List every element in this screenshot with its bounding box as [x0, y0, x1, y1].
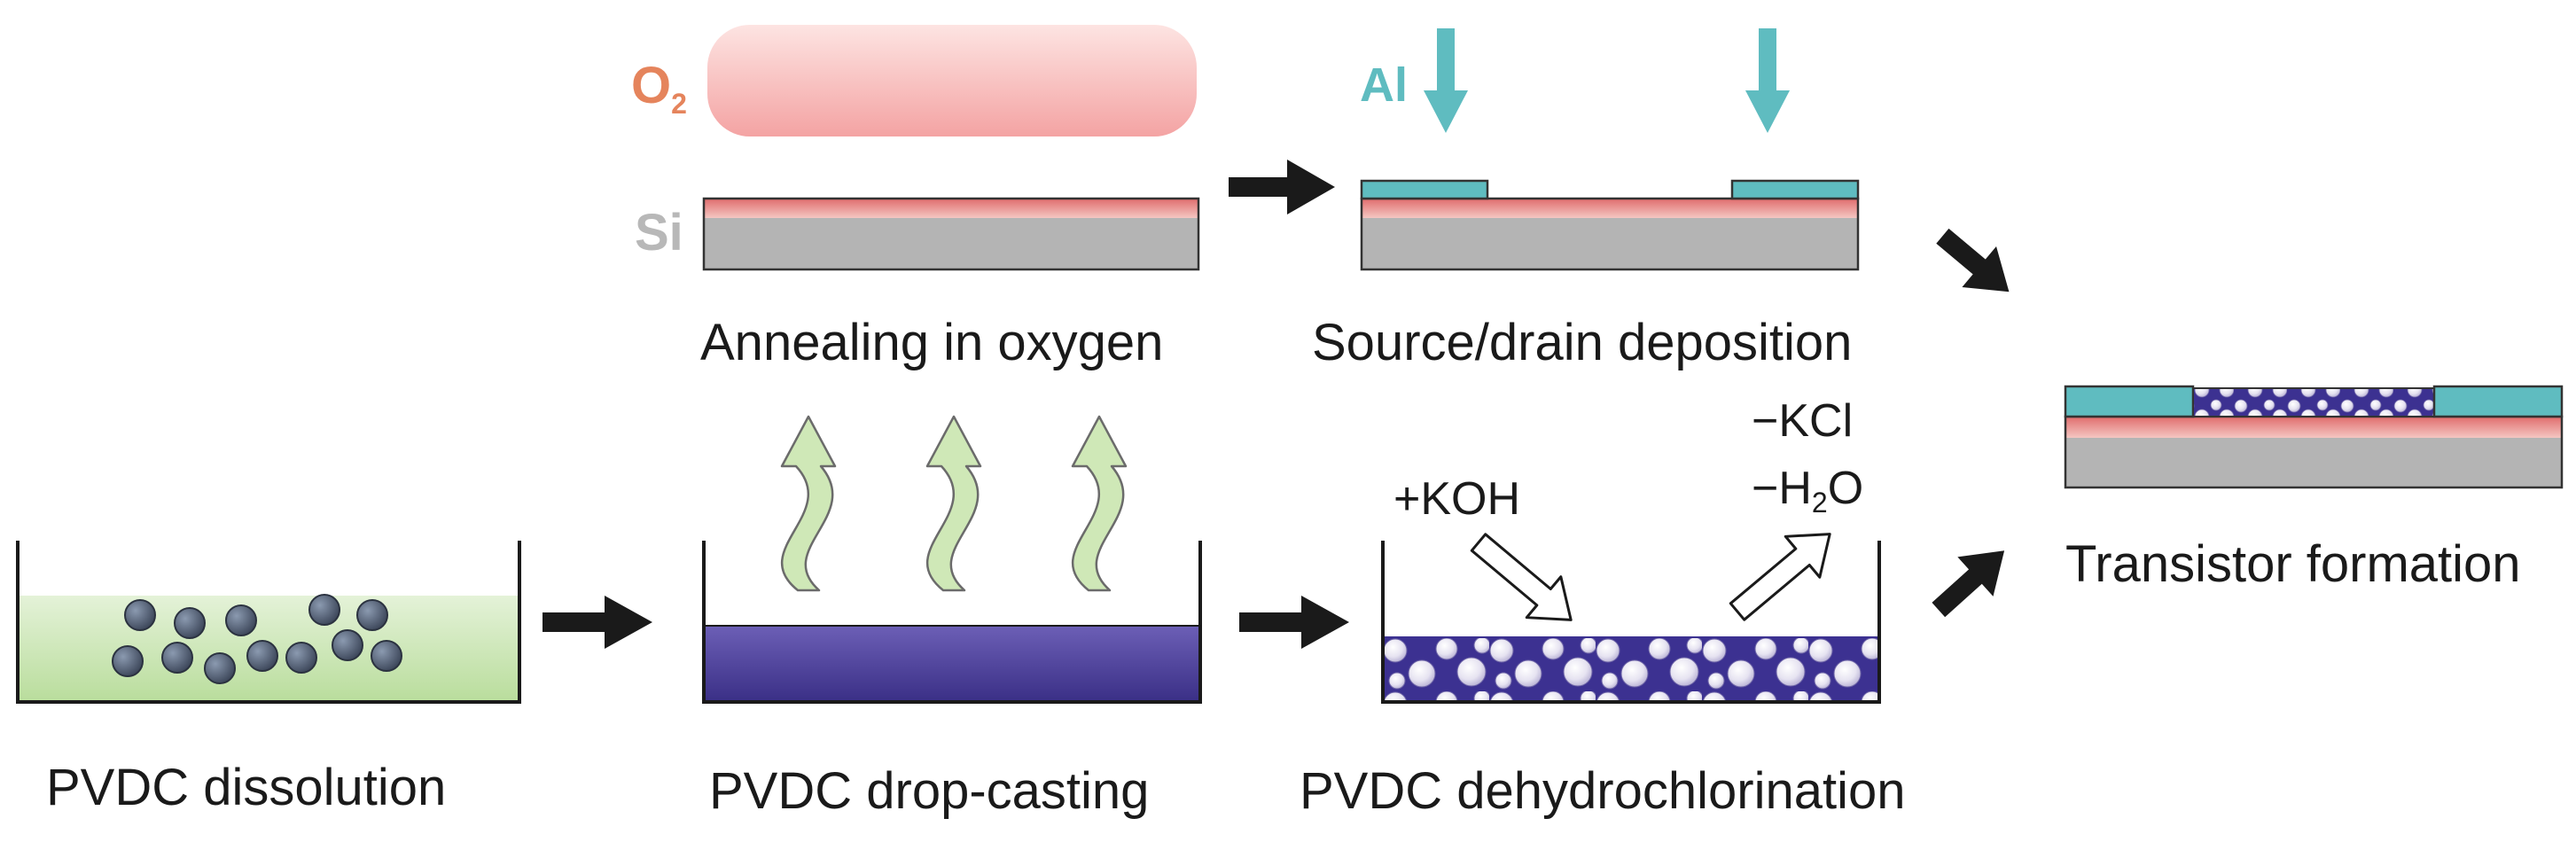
arrow-deposition-to-transistor [1936, 228, 2010, 292]
oxygen-label: O2 [631, 57, 687, 120]
aluminum-label: Al [1360, 58, 1408, 112]
source-electrode [1360, 179, 1489, 200]
byproduct-out-arrow [1729, 533, 1831, 621]
annealing-substrate [702, 197, 1200, 271]
silicon-label: Si [635, 204, 683, 261]
dissolution-caption: PVDC dissolution [46, 759, 446, 816]
aluminum-arrow-right [1745, 28, 1790, 133]
pvdc-particles [112, 594, 402, 684]
transistor-source [2064, 385, 2195, 418]
vapor-arrow-2 [925, 415, 982, 592]
annealing-caption: Annealing in oxygen [700, 314, 1163, 371]
silicon-layer [704, 216, 1198, 269]
oxide-layer [704, 199, 1198, 218]
water-label: −H2O [1752, 463, 1863, 518]
vapor-arrow-3 [1071, 415, 1128, 592]
dropcast-beaker [702, 541, 1202, 704]
arrow-dehydro-to-transistor [1932, 550, 2005, 618]
dehydro-caption: PVDC dehydrochlorination [1300, 762, 1905, 820]
transistor-device [2064, 385, 2564, 489]
koh-label: +KOH [1393, 473, 1520, 525]
deposition-substrate [1360, 179, 1860, 271]
arrow-dropcast-to-dehydro [1239, 596, 1349, 649]
kcl-label: −KCl [1752, 395, 1853, 447]
drain-electrode [1730, 179, 1860, 200]
dissolution-beaker [16, 541, 521, 704]
pvdc-film [704, 626, 1200, 702]
dehydro-beaker [1381, 541, 1881, 704]
arrow-dissolution-to-dropcast [543, 596, 652, 649]
solvent-evaporation-arrows [780, 415, 1128, 592]
arrow-anneal-to-deposition [1229, 160, 1335, 214]
transistor-channel [2192, 387, 2435, 417]
aluminum-arrow-left [1424, 28, 1468, 133]
carbonized-film [1383, 636, 1879, 702]
transistor-caption: Transistor formation [2065, 535, 2521, 593]
vapor-arrow-1 [780, 415, 837, 592]
oxygen-gas-cloud [707, 25, 1197, 136]
transistor-drain [2432, 385, 2564, 418]
source-drain-caption: Source/drain deposition [1312, 314, 1852, 371]
koh-in-arrow [1470, 533, 1573, 621]
dropcast-caption: PVDC drop-casting [709, 762, 1149, 820]
